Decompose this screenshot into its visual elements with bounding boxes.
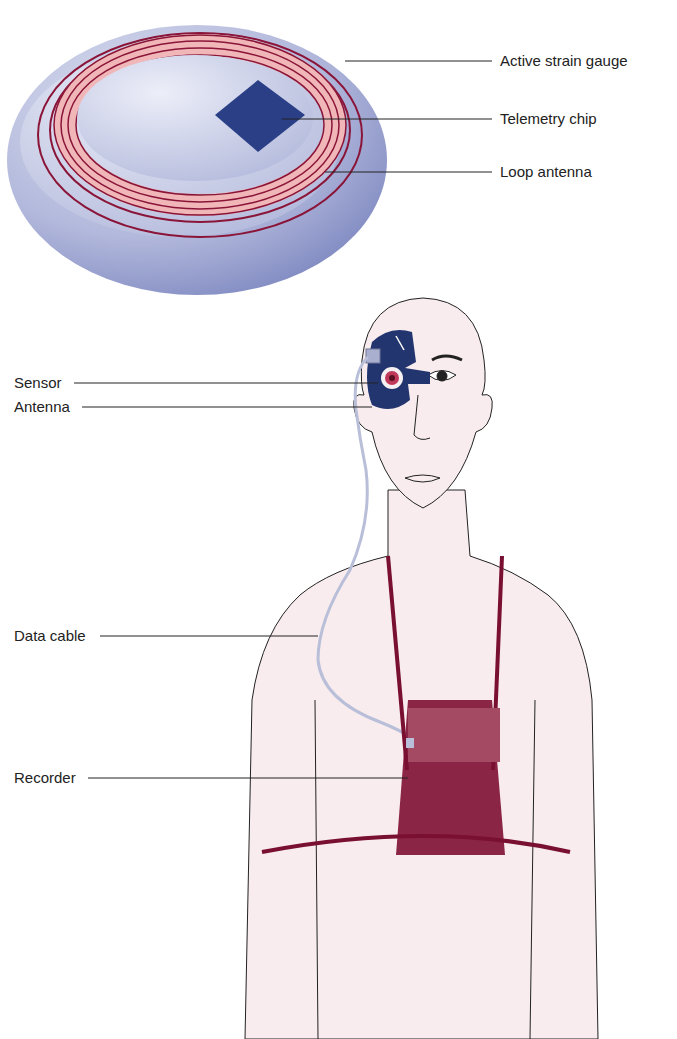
leader-lines: [74, 383, 408, 778]
contact-lens: [7, 25, 387, 295]
telemetry-chip: [215, 80, 305, 152]
human-figure: [245, 298, 598, 1039]
part-label: Telemetry chip: [500, 110, 597, 128]
part-label: Recorder: [14, 769, 76, 787]
antenna-mask: [366, 330, 430, 409]
leader-lines: [282, 61, 492, 172]
part-label: Loop antenna: [500, 163, 592, 181]
part-label: Active strain gauge: [500, 52, 628, 70]
part-label: Sensor: [14, 374, 62, 392]
recorder-harness: [262, 556, 570, 855]
part-label: Data cable: [14, 627, 86, 645]
part-label: Antenna: [14, 398, 70, 416]
